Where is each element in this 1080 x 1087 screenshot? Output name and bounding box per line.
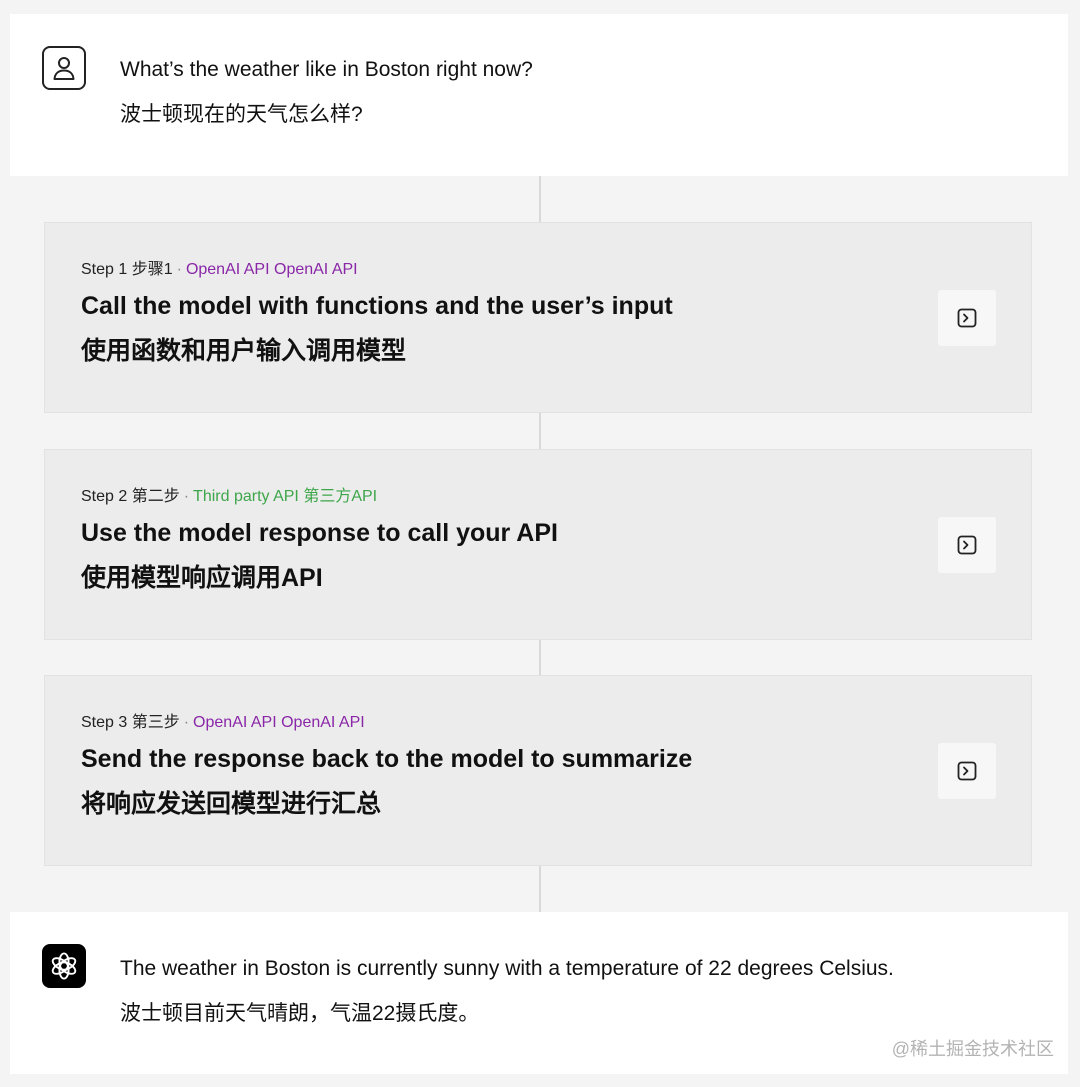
- step-label: Step 1 步骤1: [81, 261, 173, 278]
- terminal-icon: [957, 761, 977, 781]
- step-expand-button[interactable]: [938, 517, 996, 573]
- step-title-en: Use the model response to call your API: [81, 519, 558, 547]
- step-expand-button[interactable]: [938, 290, 996, 346]
- step-card-1: Step 1 步骤1·OpenAI API OpenAI API Call th…: [44, 222, 1032, 413]
- person-icon: [42, 46, 86, 90]
- step-api-label: Third party API 第三方API: [193, 488, 378, 505]
- assistant-message-card: The weather in Boston is currently sunny…: [10, 912, 1068, 1074]
- step-title-zh: 将响应发送回模型进行汇总: [81, 790, 382, 818]
- step-title-zh: 使用函数和用户输入调用模型: [81, 337, 407, 365]
- assistant-message-text-zh: 波士顿目前天气晴朗，气温22摄氏度。: [120, 1002, 480, 1025]
- watermark: @稀土掘金技术社区: [891, 1039, 1054, 1059]
- step-card-2: Step 2 第二步·Third party API 第三方API Use th…: [44, 449, 1032, 640]
- step-title-zh: 使用模型响应调用API: [81, 564, 323, 592]
- step-title-en: Call the model with functions and the us…: [81, 292, 673, 320]
- assistant-message-text-en: The weather in Boston is currently sunny…: [120, 957, 894, 980]
- flow-connector: [539, 866, 541, 912]
- step-api-label: OpenAI API OpenAI API: [193, 714, 365, 731]
- step-meta: Step 2 第二步·Third party API 第三方API: [81, 488, 378, 505]
- step-label: Step 2 第二步: [81, 488, 180, 505]
- flow-connector: [539, 640, 541, 676]
- step-meta: Step 3 第三步·OpenAI API OpenAI API: [81, 714, 365, 731]
- user-message-text-en: What’s the weather like in Boston right …: [120, 58, 533, 81]
- user-message-text-zh: 波士顿现在的天气怎么样?: [120, 103, 363, 126]
- step-api-label: OpenAI API OpenAI API: [185, 261, 358, 278]
- step-expand-button[interactable]: [938, 743, 996, 799]
- step-card-3: Step 3 第三步·OpenAI API OpenAI API Send th…: [44, 675, 1032, 866]
- openai-logo-icon: [42, 944, 86, 988]
- terminal-icon: [957, 535, 977, 555]
- flow-connector: [539, 413, 541, 449]
- flow-connector: [539, 176, 541, 222]
- terminal-icon: [957, 308, 977, 328]
- step-meta: Step 1 步骤1·OpenAI API OpenAI API: [81, 261, 358, 278]
- step-label: Step 3 第三步: [81, 714, 180, 731]
- user-message-card: What’s the weather like in Boston right …: [10, 14, 1068, 176]
- step-title-en: Send the response back to the model to s…: [81, 745, 693, 773]
